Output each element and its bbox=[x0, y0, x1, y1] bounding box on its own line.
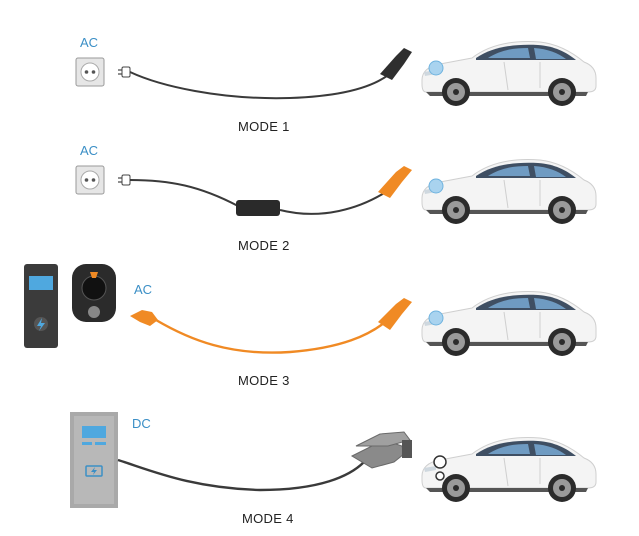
type-label-ac: AC bbox=[134, 282, 152, 297]
row-mode-2: AC MODE 2 bbox=[75, 143, 597, 253]
electric-car-icon bbox=[421, 41, 597, 107]
row-mode-1: AC MODE 1 bbox=[75, 35, 597, 134]
type-label-dc: DC bbox=[132, 416, 151, 431]
charge-port-icon bbox=[433, 455, 447, 469]
mode-label: MODE 2 bbox=[238, 238, 290, 253]
ev-connector-icon bbox=[130, 310, 158, 326]
charging-cable bbox=[117, 458, 365, 492]
charging-cable-left bbox=[129, 179, 239, 207]
charging-cable-right bbox=[279, 187, 393, 215]
plug-icon bbox=[117, 174, 131, 186]
ev-connector-icon bbox=[378, 166, 412, 198]
ev-connector-icon bbox=[380, 48, 412, 80]
electric-car-icon bbox=[421, 291, 597, 357]
control-box-icon bbox=[236, 200, 280, 216]
charge-port-icon bbox=[435, 471, 445, 481]
plug-icon bbox=[117, 66, 131, 78]
wall-socket-icon bbox=[75, 165, 105, 195]
dc-charging-station-icon bbox=[70, 412, 118, 508]
dc-connector-icon bbox=[350, 431, 412, 469]
type-label-ac: AC bbox=[80, 35, 98, 50]
electric-car-icon bbox=[421, 159, 597, 225]
charging-cable bbox=[155, 317, 391, 354]
charging-cable bbox=[129, 69, 395, 100]
wall-socket-icon bbox=[75, 57, 105, 87]
charge-port-icon bbox=[428, 60, 444, 76]
charging-socket-icon bbox=[72, 264, 116, 322]
mode-label: MODE 4 bbox=[242, 511, 294, 526]
ev-connector-icon bbox=[378, 298, 412, 330]
type-label-ac: AC bbox=[80, 143, 98, 158]
row-mode-4: DC MODE 4 bbox=[70, 412, 597, 526]
mode-label: MODE 1 bbox=[238, 119, 290, 134]
electric-car-icon bbox=[421, 437, 597, 503]
charge-port-icon bbox=[428, 310, 444, 326]
row-mode-3: AC MODE 3 bbox=[24, 264, 597, 388]
mode-label: MODE 3 bbox=[238, 373, 290, 388]
charge-port-icon bbox=[428, 178, 444, 194]
wallbox-charger-icon bbox=[24, 264, 58, 348]
